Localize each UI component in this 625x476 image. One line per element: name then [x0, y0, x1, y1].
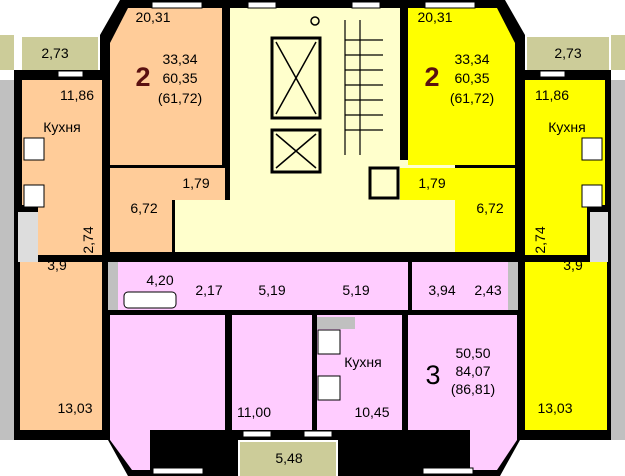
left-room-area: 13,03	[57, 400, 92, 416]
left-closet-area: 1,79	[182, 175, 209, 191]
center-living-area: 50,50	[455, 345, 490, 361]
balcony-right	[527, 37, 609, 70]
left-total-with-balcony: (61,72)	[158, 90, 202, 106]
right-closet-area: 1,79	[418, 175, 445, 191]
center-total-area: 84,07	[455, 363, 490, 379]
center-room-left-area: 19,75	[157, 438, 192, 454]
center-balcony-area: 5,48	[275, 450, 302, 466]
left-total-area: 60,35	[162, 70, 197, 86]
right-kitchen-area: 11,86	[535, 87, 569, 103]
center-kitchen-area: 10,45	[354, 404, 389, 420]
neighbor-balcony-left	[0, 35, 14, 70]
center-hall-left-area: 5,19	[258, 282, 285, 298]
right-total-with-balcony: (61,72)	[450, 90, 494, 106]
center-toilet-area: 2,43	[474, 282, 501, 298]
center-toilet-hall-area: 2,17	[195, 282, 222, 298]
left-kitchen-area: 11,86	[60, 87, 94, 103]
balcony-left	[22, 37, 98, 70]
neighbor-left	[0, 80, 14, 440]
stairs	[333, 20, 383, 160]
left-living-area: 33,34	[162, 51, 197, 67]
left-bedroom-area: 20,31	[135, 9, 170, 25]
right-room-area: 13,03	[537, 400, 572, 416]
right-bedroom-area: 20,31	[417, 9, 452, 25]
right-balcony-area: 2,73	[554, 45, 581, 61]
center-hall-right-area: 5,19	[342, 282, 369, 298]
center-kitchen-label: Кухня	[344, 354, 381, 370]
center-bathroom-area: 4,20	[146, 272, 173, 288]
right-hall-area: 6,72	[476, 200, 503, 216]
left-balcony-area: 2,73	[41, 45, 68, 61]
center-room-mid-area: 11,00	[237, 404, 271, 420]
center-total-with-balcony: (86,81)	[451, 381, 495, 397]
neighbor-right	[611, 80, 625, 440]
left-bathroom-area: 3,9	[47, 257, 67, 273]
left-hall-area: 6,72	[130, 200, 157, 216]
right-rooms-count: 2	[424, 62, 439, 92]
left-rooms-count: 2	[135, 62, 150, 92]
balcony-center	[240, 442, 336, 476]
right-bathroom-area: 3,9	[563, 257, 583, 273]
right-kitchen-label: Кухня	[548, 119, 585, 135]
center-room-right-area: 19,75	[416, 438, 451, 454]
right-total-area: 60,35	[454, 70, 489, 86]
right-corridor-area: 2,74	[532, 226, 548, 253]
left-kitchen-label: Кухня	[43, 119, 80, 135]
center-hall-3-area: 3,94	[428, 282, 455, 298]
center-rooms-count: 3	[425, 360, 440, 390]
right-living-area: 33,34	[454, 51, 489, 67]
left-corridor-area: 2,74	[80, 226, 96, 253]
neighbor-balcony-right	[611, 35, 625, 70]
